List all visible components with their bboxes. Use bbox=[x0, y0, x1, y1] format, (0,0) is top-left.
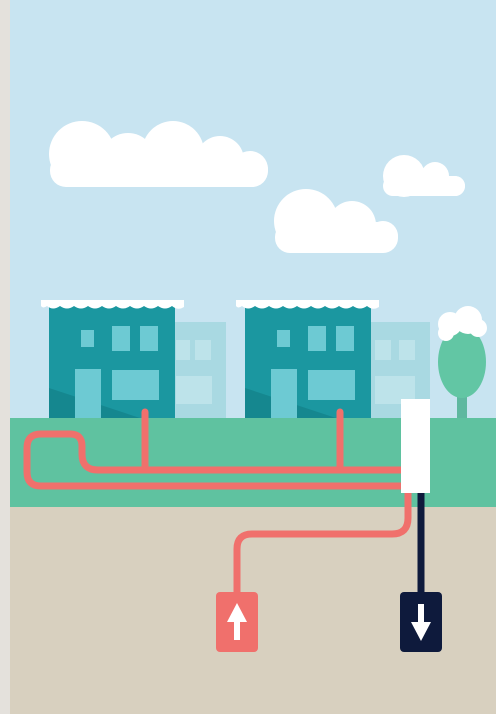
supply-outlet bbox=[216, 592, 258, 652]
supply-outlet-pipe bbox=[233, 489, 412, 600]
house-1 bbox=[41, 300, 226, 418]
supply-pipe bbox=[23, 408, 412, 600]
return-outlet bbox=[400, 592, 442, 652]
down-arrow-icon bbox=[411, 604, 431, 641]
house-1-door bbox=[75, 369, 101, 418]
house-2 bbox=[236, 300, 430, 418]
tree-canopy bbox=[438, 326, 486, 398]
up-arrow-icon bbox=[227, 603, 247, 640]
left-margin-strip bbox=[0, 0, 10, 714]
house-2-door bbox=[271, 369, 297, 418]
cloud-middle bbox=[274, 189, 398, 253]
house-1-roof-snow bbox=[41, 300, 184, 309]
heat-exchanger-unit bbox=[401, 399, 430, 493]
house-2-roof-snow bbox=[236, 300, 379, 309]
cloud-large bbox=[49, 121, 268, 187]
tree bbox=[438, 306, 487, 418]
tree-trunk bbox=[457, 388, 467, 418]
tree-snow bbox=[438, 306, 487, 341]
cloud-small bbox=[383, 155, 465, 197]
ground-loop-pipe bbox=[23, 430, 405, 490]
